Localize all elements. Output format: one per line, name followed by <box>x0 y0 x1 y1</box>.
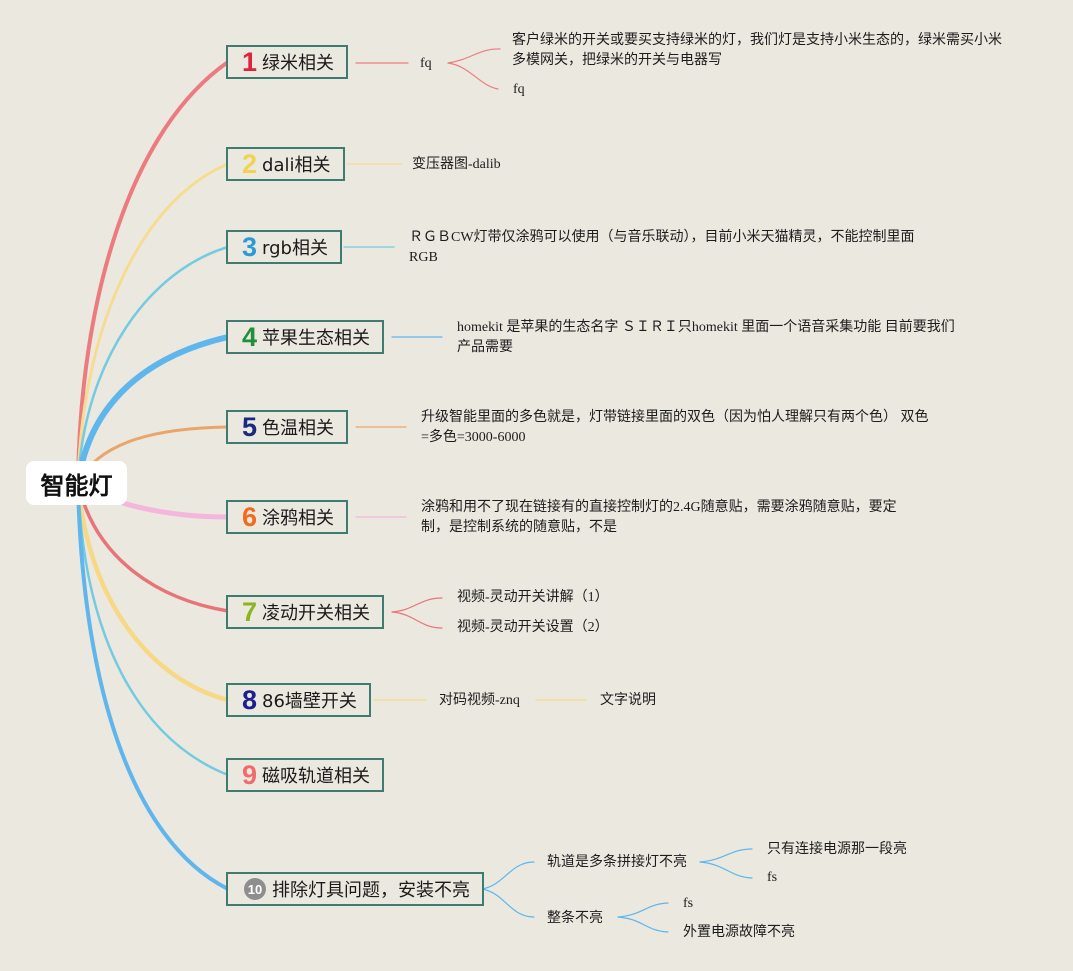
branch-node-5[interactable]: 5 色温相关 <box>226 410 349 444</box>
link-root-b3 <box>76 245 230 485</box>
branch-label: 绿米相关 <box>262 53 335 74</box>
number-8-icon: 8 <box>242 684 258 715</box>
topic-b5-note[interactable]: 升级智能里面的多色就是，灯带链接里面的双色（因为怕人理解只有两个色） 双色=多色… <box>421 410 929 445</box>
topic-b6-note[interactable]: 涂鸦和用不了现在链接有的直接控制灯的2.4G随意贴，需要涂鸦随意贴，要定制，是控… <box>421 500 897 535</box>
number-9-icon: 9 <box>242 759 258 790</box>
link-root-b4 <box>75 334 231 486</box>
topic-b1-note[interactable]: 客户绿米的开关或要买支持绿米的灯，我们灯是支持小米生态的，绿米需买小米多模网关，… <box>512 33 1002 68</box>
branch-node-7[interactable]: 7 凌动开关相关 <box>226 595 385 629</box>
topic-b10-multi-a[interactable]: 只有连接电源那一段亮 <box>767 842 907 857</box>
topic-b10-whole-a[interactable]: fs <box>683 896 694 911</box>
topic-b1-fq[interactable]: fq <box>420 56 432 71</box>
topic-b10-multi[interactable]: 轨道是多条拼接灯不亮 <box>547 855 687 870</box>
branch-node-10[interactable]: 10 排除灯具问题，安装不亮 <box>226 872 484 906</box>
topic-b1-fq-2[interactable]: fq <box>513 82 525 97</box>
topic-b7-video-2[interactable]: 视频-灵动开关设置（2） <box>457 620 609 635</box>
topic-b3-note[interactable]: ＲＧＢCW灯带仅涂鸦可以使用（与音乐联动），目前小米天猫精灵，不能控制里面RGB <box>409 230 915 265</box>
topic-b8-text[interactable]: 文字说明 <box>600 693 656 708</box>
branch-label: 磁吸轨道相关 <box>262 766 371 787</box>
number-5-icon: 5 <box>242 411 258 442</box>
topic-b7-video-1[interactable]: 视频-灵动开关讲解（1） <box>457 590 609 605</box>
branch-node-4[interactable]: 4 苹果生态相关 <box>226 320 385 354</box>
number-6-icon: 6 <box>242 501 258 532</box>
topic-b10-whole-b[interactable]: 外置电源故障不亮 <box>683 925 795 940</box>
branch-node-6[interactable]: 6 涂鸦相关 <box>226 500 349 534</box>
topic-b8-video[interactable]: 对码视频-znq <box>439 693 520 708</box>
branch-node-8[interactable]: 8 86墙壁开关 <box>226 683 371 717</box>
branch-label: 色温相关 <box>262 418 335 439</box>
number-1-icon: 1 <box>242 46 258 77</box>
branch-node-2[interactable]: 2 dali相关 <box>226 147 345 181</box>
branch-label: 涂鸦相关 <box>262 508 335 529</box>
topic-b10-multi-b[interactable]: fs <box>767 870 778 885</box>
number-3-icon: 3 <box>242 231 258 262</box>
number-10-icon: 10 <box>244 878 266 900</box>
branch-label: 苹果生态相关 <box>262 328 371 349</box>
topic-b4-note[interactable]: homekit 是苹果的生态名字 ＳＩＲＩ只homekit 里面一个语音采集功能… <box>457 320 955 355</box>
link-root-b10 <box>76 481 230 891</box>
topic-b2-note[interactable]: 变压器图-dalib <box>412 157 501 172</box>
topic-b10-whole[interactable]: 整条不亮 <box>547 911 603 926</box>
link-root-b1 <box>76 60 230 485</box>
branch-label: 排除灯具问题，安装不亮 <box>272 880 470 901</box>
root-node[interactable]: 智能灯 <box>26 461 127 505</box>
branch-node-9[interactable]: 9 磁吸轨道相关 <box>226 758 385 792</box>
branch-label: rgb相关 <box>262 238 328 259</box>
branch-node-3[interactable]: 3 rgb相关 <box>226 230 342 264</box>
branch-node-1[interactable]: 1 绿米相关 <box>226 45 349 79</box>
branch-label: dali相关 <box>262 155 331 176</box>
link-root-b2 <box>76 162 230 485</box>
link-root-b7 <box>76 481 230 613</box>
number-4-icon: 4 <box>242 321 258 352</box>
link-root-b9 <box>76 481 230 777</box>
branch-label: 凌动开关相关 <box>262 603 371 624</box>
link-root-b8 <box>75 480 231 703</box>
number-7-icon: 7 <box>242 596 258 627</box>
number-2-icon: 2 <box>242 148 258 179</box>
branch-label: 86墙壁开关 <box>262 691 357 712</box>
